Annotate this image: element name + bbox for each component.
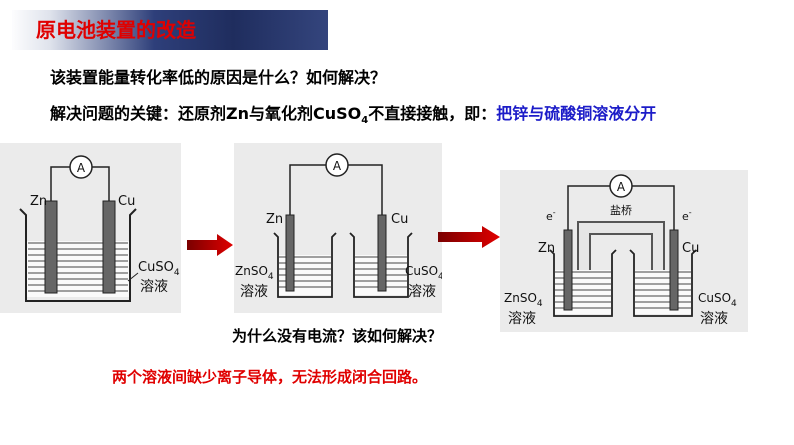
zn-label: Zn xyxy=(538,241,555,256)
arrow-right-icon xyxy=(438,226,500,248)
left-solution-sub: 4 xyxy=(268,272,274,282)
cu-label: Cu xyxy=(682,241,699,256)
title-banner: 原电池装置的改造 xyxy=(12,10,328,50)
page-title: 原电池装置的改造 xyxy=(36,18,196,42)
cu-label: Cu xyxy=(118,194,135,209)
svg-text:CuSO4: CuSO4 xyxy=(138,260,180,278)
svg-text:CuSO4: CuSO4 xyxy=(405,264,442,282)
ammeter-icon xyxy=(69,155,93,179)
solution-formula: CuSO xyxy=(138,260,174,275)
salt-bridge-label: 盐桥 xyxy=(610,204,632,217)
key-sub: 4 xyxy=(361,115,369,127)
key-highlight: 把锌与硫酸铜溶液分开 xyxy=(496,104,657,123)
left-solution-word: 溶液 xyxy=(508,311,536,327)
cu-electrode xyxy=(102,200,116,294)
right-solution-word: 溶液 xyxy=(700,311,728,327)
cu-label: Cu xyxy=(391,212,408,227)
diagram-single-beaker: A Zn Cu CuSO4 溶液 xyxy=(0,143,181,313)
svg-text:ZnSO4: ZnSO4 xyxy=(235,264,274,282)
question-2: 为什么没有电流？该如何解决？ xyxy=(232,327,443,345)
svg-text:ZnSO4: ZnSO4 xyxy=(504,291,543,309)
ammeter-label: A xyxy=(77,161,86,175)
diagram-two-beakers: A Zn Cu ZnSO4 溶液 CuSO4 溶液 xyxy=(234,143,442,313)
svg-text:CuSO4: CuSO4 xyxy=(698,291,737,309)
zn-label: Zn xyxy=(266,212,283,227)
zn-electrode xyxy=(44,200,58,294)
left-solution-sub: 4 xyxy=(537,299,543,309)
right-solution: CuSO xyxy=(405,264,438,278)
ammeter-icon xyxy=(325,153,349,177)
right-solution: CuSO xyxy=(698,291,731,305)
solution-sub: 4 xyxy=(174,268,180,278)
svg-text:e-: e- xyxy=(546,208,556,223)
diagram-salt-bridge: A e- e- 盐桥 Zn Cu ZnSO4 溶液 CuSO4 溶 xyxy=(500,170,748,332)
key-mid: 不直接接触，即： xyxy=(368,104,497,123)
solution-word: 溶液 xyxy=(140,279,168,295)
left-solution-word: 溶液 xyxy=(240,284,268,300)
ammeter-icon xyxy=(609,174,633,198)
answer-2: 两个溶液间缺少离子导体，无法形成闭合回路。 xyxy=(112,368,428,386)
svg-text:e-: e- xyxy=(682,208,692,223)
electron-right: e xyxy=(682,210,689,223)
right-solution-sub: 4 xyxy=(731,299,737,309)
zn-label: Zn xyxy=(30,194,47,209)
electron-left-sup: - xyxy=(553,208,556,217)
electron-right-sup: - xyxy=(689,208,692,217)
ammeter-label: A xyxy=(617,180,626,194)
key-statement: 解决问题的关键：还原剂Zn与氧化剂CuSO4不直接接触，即：把锌与硫酸铜溶液分开 xyxy=(50,100,656,126)
electron-left: e xyxy=(546,210,553,223)
question-1: 该装置能量转化率低的原因是什么？如何解决？ xyxy=(50,68,387,87)
left-solution: ZnSO xyxy=(235,264,268,278)
key-prefix: 解决问题的关键：还原剂Zn与氧化剂CuSO xyxy=(50,104,362,123)
left-solution: ZnSO xyxy=(504,291,537,305)
arrow-right-icon xyxy=(187,234,233,256)
ammeter-label: A xyxy=(333,159,342,173)
right-solution-word: 溶液 xyxy=(408,284,436,300)
right-solution-sub: 4 xyxy=(438,272,442,282)
